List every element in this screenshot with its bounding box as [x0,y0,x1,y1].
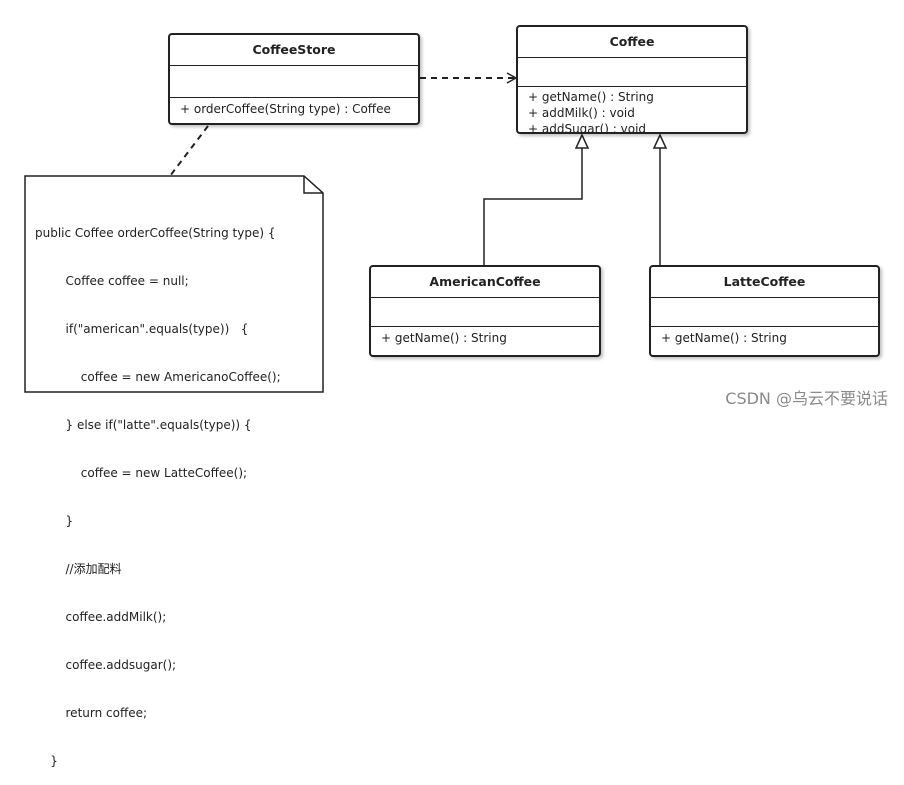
class-americancoffee[interactable]: AmericanCoffee + getName() : String [369,265,601,357]
code-line: coffee = new LatteCoffee(); [35,466,248,480]
code-line: if("american".equals(type)) { [35,322,249,336]
code-note [24,175,324,393]
class-coffeestore[interactable]: CoffeeStore + orderCoffee(String type) :… [168,33,420,125]
code-line: coffee.addsugar(); [35,658,177,672]
code-line: } [35,754,58,768]
method: + getName() : String [661,331,787,345]
class-name: LatteCoffee [651,267,878,298]
methods-compartment: + getName() : String [651,327,878,346]
method: + getName() : String [528,90,654,104]
methods-compartment: + getName() : String [371,327,599,346]
attributes-compartment [518,58,746,87]
inheritance-arrowhead-latte [652,133,668,149]
class-name: AmericanCoffee [371,267,599,298]
class-name: Coffee [518,27,746,58]
code-line: //添加配料 [35,562,122,576]
class-coffee[interactable]: Coffee + getName() : String + addMilk() … [516,25,748,134]
method: + addMilk() : void [528,106,635,120]
code-line: return coffee; [35,706,148,720]
watermark: CSDN @乌云不要说话 [725,389,888,408]
code-line: coffee.addMilk(); [35,610,167,624]
methods-compartment: + getName() : String + addMilk() : void … [518,87,746,134]
code-line: public Coffee orderCoffee(String type) { [35,226,276,240]
method: + addSugar() : void [528,122,647,134]
code-line: Coffee coffee = null; [35,274,189,288]
code-line: coffee = new AmericanoCoffee(); [35,370,281,384]
note-anchor-line [169,125,209,177]
class-name: CoffeeStore [170,35,418,66]
note-code: public Coffee orderCoffee(String type) {… [35,193,281,785]
method: + getName() : String [381,331,507,345]
attributes-compartment [371,298,599,327]
class-lattecoffee[interactable]: LatteCoffee + getName() : String [649,265,880,357]
methods-compartment: + orderCoffee(String type) : Coffee [170,98,418,117]
attributes-compartment [170,66,418,98]
generalization-american [483,148,583,265]
code-line: } [35,514,74,528]
method: + orderCoffee(String type) : Coffee [180,102,391,116]
attributes-compartment [651,298,878,327]
diagram-connectors [24,72,668,393]
code-line: } else if("latte".equals(type)) { [35,418,252,432]
inheritance-arrowhead-american [574,133,590,149]
